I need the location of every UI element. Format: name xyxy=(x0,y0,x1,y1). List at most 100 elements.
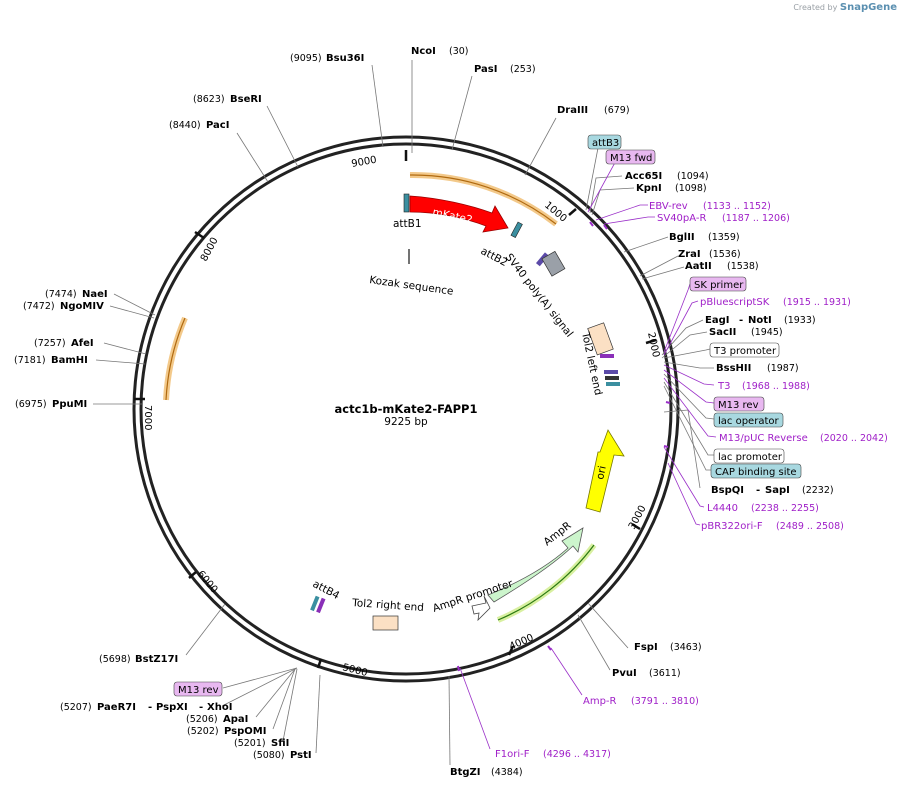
site-pspxi-sep: - xyxy=(199,702,203,713)
site-bseri-pos: (8623) xyxy=(193,94,225,105)
site-eagi: EagI xyxy=(705,315,729,326)
tick-label-9000: 9000 xyxy=(351,155,378,170)
primer-ebv-rev: EBV-rev xyxy=(649,201,688,212)
primer-amp-r-range: (3791 .. 3810) xyxy=(631,696,699,707)
primer-t3-range: (1968 .. 1988) xyxy=(742,381,810,392)
site-ncoi-pos: (30) xyxy=(449,46,469,57)
primer-pbr322ori-f: pBR322ori-F xyxy=(701,521,763,532)
site-bstz17i: BstZ17I xyxy=(135,654,178,665)
primer-marks xyxy=(457,221,671,672)
tick-label-7000: 7000 xyxy=(142,405,153,430)
site-btgzi: BtgZI xyxy=(450,767,481,778)
site-noti-pos: (1933) xyxy=(784,315,816,326)
attb1-marker xyxy=(403,193,410,213)
box-t3-promoter-text: T3 promoter xyxy=(713,346,777,357)
box-cap-binding-site xyxy=(710,463,802,479)
box-m13-fwd xyxy=(605,149,656,165)
site-pasi: PasI xyxy=(474,64,497,75)
site-bamhi: BamHI xyxy=(51,355,88,366)
primer-sv40pa-r-range: (1187 .. 1206) xyxy=(722,213,790,224)
primer-pbluescriptsk-range: (1915 .. 1931) xyxy=(783,297,851,308)
orf-band-left-core xyxy=(165,317,186,401)
site-sfii: SfiI xyxy=(271,738,289,749)
site-ncoi: NcoI xyxy=(411,46,436,57)
snapgene-logo: SnapGene xyxy=(839,2,897,13)
boxed-labels: attB3 M13 fwd SK primer T3 promoter M13 … xyxy=(173,134,802,697)
box-lac-promoter-text: lac promoter xyxy=(718,452,783,463)
site-apai-pos: (5206) xyxy=(186,714,218,725)
plasmid-name: actc1b-mKate2-FAPP1 xyxy=(335,402,478,416)
site-acc65i-pos: (1094) xyxy=(677,171,709,182)
site-aatii: AatII xyxy=(685,261,712,272)
site-naei: NaeI xyxy=(82,289,108,300)
site-fspi: FspI xyxy=(634,642,658,653)
site-afei-pos: (7257) xyxy=(34,338,66,349)
tol2-right-label: Tol2 right end xyxy=(351,597,424,614)
primer-f1ori-f-range: (4296 .. 4317) xyxy=(543,749,611,760)
site-eagi-sep: - xyxy=(739,315,743,326)
site-bsshii: BssHII xyxy=(716,363,751,374)
site-acc65i: Acc65I xyxy=(625,171,662,182)
site-psti-pos: (5080) xyxy=(253,750,285,761)
tol2-left-box xyxy=(587,322,614,356)
box-attb3 xyxy=(587,134,622,150)
tick-label-2000: 2000 xyxy=(645,331,661,358)
site-bspqi: BspQI xyxy=(711,485,744,496)
backbone-outer xyxy=(132,135,680,683)
box-m13-rev-2 xyxy=(173,681,223,697)
site-apai: ApaI xyxy=(223,714,248,725)
orf-band-ampr-core xyxy=(497,544,595,621)
box-m13-rev-text: M13 rev xyxy=(718,400,759,411)
site-bsu36i: Bsu36I xyxy=(326,53,364,64)
sv40-box xyxy=(541,250,566,277)
site-draiii: DraIII xyxy=(557,105,588,116)
site-afei: AfeI xyxy=(71,338,94,349)
site-pvui: PvuI xyxy=(612,668,637,679)
ori-label: ori xyxy=(594,465,609,481)
site-bamhi-pos: (7181) xyxy=(14,355,46,366)
plasmid-length: 9225 bp xyxy=(384,416,428,428)
site-naei-pos: (7474) xyxy=(45,289,77,300)
site-bstz17i-pos: (5698) xyxy=(99,654,131,665)
primer-pbr322ori-f-range: (2489 .. 2508) xyxy=(776,521,844,532)
site-sacii-pos: (1945) xyxy=(751,327,783,338)
ampr-arrow xyxy=(487,527,584,603)
site-bsshii-pos: (1987) xyxy=(767,363,799,374)
enzyme-labels: NcoI (30) PasI (253) DraIII (679) (9095)… xyxy=(14,46,834,778)
primer-m13-puc-reverse-range: (2020 .. 2042) xyxy=(820,433,888,444)
box-t3-promoter xyxy=(709,342,780,358)
primer-labels: EBV-rev (1133 .. 1152) SV40pA-R (1187 ..… xyxy=(495,201,888,760)
site-bspqi-sep: - xyxy=(756,485,760,496)
primer-leaders xyxy=(459,147,717,750)
box-m13-rev xyxy=(713,396,765,412)
site-paer7i-pos: (5207) xyxy=(60,702,92,713)
site-paer7i: PaeR7I xyxy=(97,702,136,713)
tick-marks xyxy=(134,150,657,669)
site-pspxi: PspXI xyxy=(156,702,188,713)
site-paer7i-sep: - xyxy=(148,702,152,713)
site-pvui-pos: (3611) xyxy=(649,668,681,679)
ori-arrow xyxy=(585,429,625,513)
backbone-inner xyxy=(139,142,673,676)
site-sfii-pos: (5201) xyxy=(234,738,266,749)
site-xhoi: XhoI xyxy=(207,702,232,713)
site-pspomi: PspOMI xyxy=(224,726,266,737)
site-bsu36i-pos: (9095) xyxy=(290,53,322,64)
primer-ebv-rev-range: (1133 .. 1152) xyxy=(703,201,771,212)
attb1-label: attB1 xyxy=(393,218,422,230)
primer-amp-r: Amp-R xyxy=(583,696,617,707)
site-sacii: SacII xyxy=(709,327,736,338)
site-draiii-pos: (679) xyxy=(604,105,630,116)
box-sk-primer xyxy=(689,276,747,292)
site-zrai: ZraI xyxy=(678,249,701,260)
mkate2-arrow xyxy=(409,195,509,233)
site-sapi-pos: (2232) xyxy=(802,485,834,496)
tick-label-6000: 6000 xyxy=(195,569,220,596)
site-ngomiv-pos: (7472) xyxy=(23,301,55,312)
site-fspi-pos: (3463) xyxy=(670,642,702,653)
site-paci: PacI xyxy=(206,120,229,131)
primer-pbluescriptsk: pBluescriptSK xyxy=(700,297,770,308)
site-sapi: SapI xyxy=(765,485,790,496)
tol2-right-box xyxy=(372,615,399,631)
box-sk-primer-text: SK primer xyxy=(694,280,744,291)
